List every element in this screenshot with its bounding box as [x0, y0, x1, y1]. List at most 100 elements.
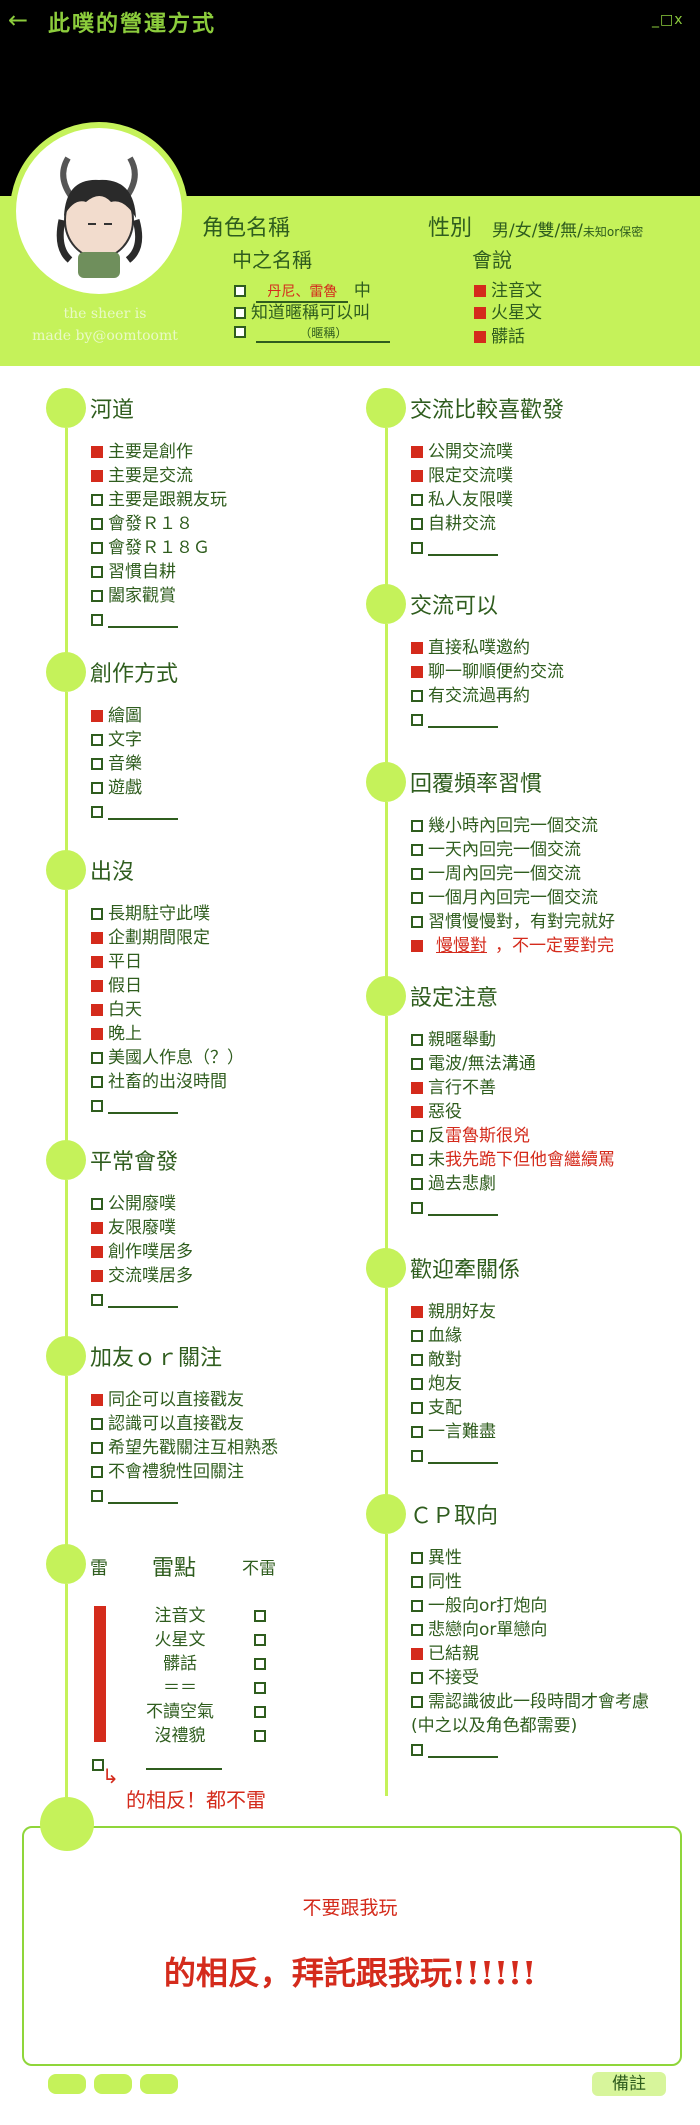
- blank-line: [108, 612, 178, 628]
- checkbox[interactable]: [411, 1672, 423, 1684]
- checkbox[interactable]: [411, 518, 423, 530]
- item-label: 交流噗居多: [108, 1266, 193, 1286]
- checkbox[interactable]: [411, 868, 423, 880]
- list-item: 不會禮貌性回關注: [91, 1460, 278, 1484]
- memo-button[interactable]: 備註: [592, 2072, 666, 2096]
- checkbox[interactable]: [91, 614, 103, 626]
- checkbox[interactable]: [254, 1658, 266, 1670]
- checkbox[interactable]: [411, 470, 423, 482]
- checkbox[interactable]: [411, 1178, 423, 1190]
- checkbox[interactable]: [91, 494, 103, 506]
- checkbox[interactable]: [254, 1730, 266, 1742]
- list-item: 惡役: [411, 1100, 615, 1124]
- checkbox[interactable]: [91, 566, 103, 578]
- checkbox[interactable]: [91, 1394, 103, 1406]
- checkbox[interactable]: [91, 932, 103, 944]
- checkbox[interactable]: [411, 1450, 423, 1462]
- page-pill[interactable]: [140, 2074, 178, 2094]
- checkbox[interactable]: [411, 1082, 423, 1094]
- checkbox[interactable]: [91, 806, 103, 818]
- checkbox[interactable]: [411, 1426, 423, 1438]
- checkbox[interactable]: [91, 956, 103, 968]
- checkbox[interactable]: [411, 1306, 423, 1318]
- checkbox[interactable]: [234, 307, 246, 319]
- checkbox[interactable]: [91, 782, 103, 794]
- window-controls[interactable]: _□x: [652, 12, 684, 28]
- checkbox[interactable]: [91, 1198, 103, 1210]
- checkbox[interactable]: [474, 307, 486, 319]
- checkbox[interactable]: [91, 470, 103, 482]
- checkbox[interactable]: [91, 518, 103, 530]
- checkbox[interactable]: [91, 1466, 103, 1478]
- checkbox[interactable]: [91, 1076, 103, 1088]
- page-pill[interactable]: [94, 2074, 132, 2094]
- checkbox[interactable]: [411, 940, 423, 952]
- checkbox[interactable]: [91, 1246, 103, 1258]
- arrow-left-icon[interactable]: ←: [8, 6, 29, 34]
- checkbox[interactable]: [411, 446, 423, 458]
- checkbox[interactable]: [91, 1052, 103, 1064]
- checkbox[interactable]: [411, 1058, 423, 1070]
- checkbox[interactable]: [411, 916, 423, 928]
- page-pill[interactable]: [48, 2074, 86, 2094]
- checkbox[interactable]: [91, 1222, 103, 1234]
- checkbox[interactable]: [91, 1442, 103, 1454]
- checkbox[interactable]: [234, 285, 246, 297]
- checkbox[interactable]: [91, 980, 103, 992]
- checkbox[interactable]: [411, 1624, 423, 1636]
- checkbox[interactable]: [234, 326, 246, 338]
- checkbox[interactable]: [254, 1634, 266, 1646]
- item-label: 習慣自耕: [108, 562, 176, 582]
- checkbox[interactable]: [411, 1648, 423, 1660]
- item-label: 會發Ｒ１８Ｇ: [108, 538, 210, 558]
- list-item: 敵對: [411, 1348, 498, 1372]
- checkbox[interactable]: [411, 1130, 423, 1142]
- checkbox[interactable]: [254, 1706, 266, 1718]
- checkbox[interactable]: [411, 714, 423, 726]
- checkbox[interactable]: [474, 285, 486, 297]
- checkbox[interactable]: [91, 542, 103, 554]
- checkbox[interactable]: [91, 1028, 103, 1040]
- checkbox[interactable]: [411, 690, 423, 702]
- checkbox[interactable]: [411, 494, 423, 506]
- checkbox[interactable]: [91, 1270, 103, 1282]
- checkbox[interactable]: [411, 1202, 423, 1214]
- checkbox[interactable]: [411, 642, 423, 654]
- checkbox[interactable]: [411, 1696, 423, 1708]
- checkbox[interactable]: [411, 844, 423, 856]
- checkbox[interactable]: [254, 1610, 266, 1622]
- checkbox[interactable]: [411, 820, 423, 832]
- checkbox[interactable]: [91, 734, 103, 746]
- checkbox[interactable]: [254, 1682, 266, 1694]
- checkbox[interactable]: [91, 1490, 103, 1502]
- checkbox[interactable]: [91, 710, 103, 722]
- list-item: 美國人作息（？）: [91, 1046, 244, 1070]
- section-line: [385, 1288, 388, 1498]
- speaks-item: 注音文: [491, 281, 542, 301]
- checkbox[interactable]: [411, 1600, 423, 1612]
- checkbox[interactable]: [91, 446, 103, 458]
- checkbox[interactable]: [474, 331, 486, 343]
- checkbox[interactable]: [411, 1034, 423, 1046]
- checkbox[interactable]: [411, 1378, 423, 1390]
- checkbox[interactable]: [411, 542, 423, 554]
- checkbox[interactable]: [411, 1154, 423, 1166]
- checkbox[interactable]: [411, 1330, 423, 1342]
- checkbox[interactable]: [411, 1552, 423, 1564]
- checkbox[interactable]: [92, 1758, 104, 1771]
- mine-row: ＝＝: [130, 1676, 270, 1700]
- checkbox[interactable]: [411, 666, 423, 678]
- checkbox[interactable]: [411, 1106, 423, 1118]
- checkbox[interactable]: [91, 1004, 103, 1016]
- checkbox[interactable]: [91, 908, 103, 920]
- checkbox[interactable]: [91, 1418, 103, 1430]
- checkbox[interactable]: [411, 1744, 423, 1756]
- checkbox[interactable]: [411, 1354, 423, 1366]
- checkbox[interactable]: [411, 892, 423, 904]
- checkbox[interactable]: [411, 1576, 423, 1588]
- checkbox[interactable]: [91, 758, 103, 770]
- checkbox[interactable]: [411, 1402, 423, 1414]
- checkbox[interactable]: [91, 590, 103, 602]
- checkbox[interactable]: [91, 1294, 103, 1306]
- checkbox[interactable]: [91, 1100, 103, 1112]
